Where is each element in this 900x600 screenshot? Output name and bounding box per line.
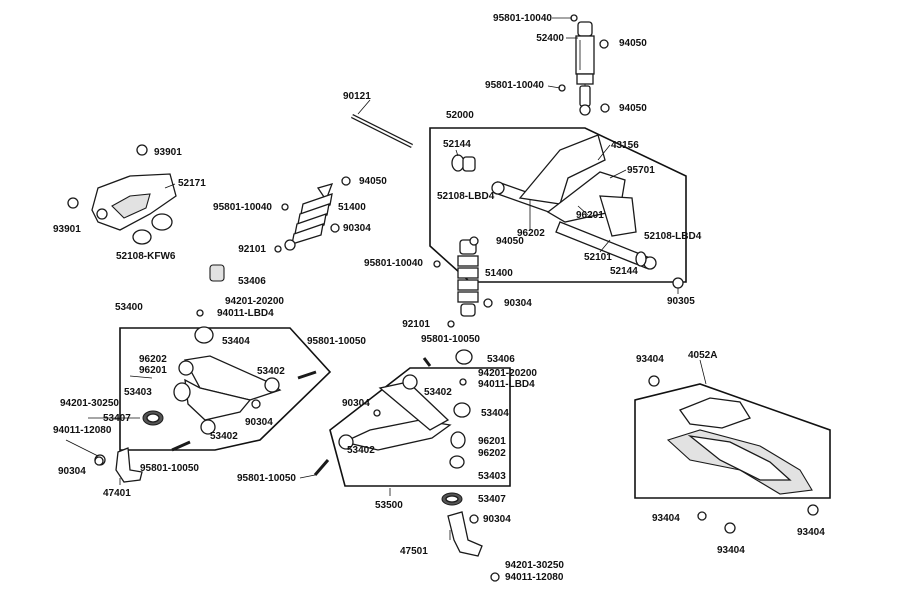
label-95801-10040-mid: 95801-10040 [485, 80, 544, 91]
label-51400-right: 51400 [485, 268, 513, 279]
label-90304-knuckle-right: 90304 [483, 514, 511, 525]
a-arm-53500 [313, 349, 511, 487]
label-90121: 90121 [343, 91, 371, 102]
label-94011-lbd4-right: 94011-LBD4 [478, 379, 535, 390]
label-96201-right: 96201 [478, 436, 506, 447]
label-53402-right-upper: 53402 [424, 387, 452, 398]
label-93404-bottom-left: 93404 [652, 513, 680, 524]
label-53402-left-upper: 53402 [257, 366, 285, 377]
label-94050-left-shock: 94050 [359, 176, 387, 187]
label-53402-right-lower: 53402 [347, 445, 375, 456]
label-53402-left-lower: 53402 [210, 431, 238, 442]
label-96201-left: 96201 [139, 365, 167, 376]
label-93404-bottom-center: 93404 [717, 545, 745, 556]
label-53400: 53400 [115, 302, 143, 313]
label-53404-left: 53404 [222, 336, 250, 347]
label-51400-left: 51400 [338, 202, 366, 213]
label-93404-bottom-right: 93404 [797, 527, 825, 538]
label-52144-lower: 52144 [610, 266, 638, 277]
label-95801-10040-left-shock: 95801-10040 [213, 202, 272, 213]
label-47401: 47401 [103, 488, 131, 499]
label-96202-swingarm: 96202 [517, 228, 545, 239]
label-94011-lbd4-left: 94011-LBD4 [217, 308, 274, 319]
label-93901-left: 93901 [53, 224, 81, 235]
front-shock-left [284, 183, 334, 251]
label-94050-right-shock: 94050 [496, 236, 524, 247]
label-94011-12080-left: 94011-12080 [53, 425, 112, 436]
label-53403-left: 53403 [124, 387, 152, 398]
label-90304-arm-right: 90304 [342, 398, 370, 409]
label-95801-10050-lower-left: 95801-10050 [140, 463, 199, 474]
label-94050-mid: 94050 [619, 103, 647, 114]
front-shock-right [457, 239, 479, 317]
label-94050-top: 94050 [619, 38, 647, 49]
label-90305: 90305 [667, 296, 695, 307]
label-93901-top: 93901 [154, 147, 182, 158]
label-94201-30250-right: 94201-30250 [505, 560, 564, 571]
label-90304-right-shock: 90304 [504, 298, 532, 309]
label-94201-30250-left: 94201-30250 [60, 398, 119, 409]
label-95801-10040-top: 95801-10040 [493, 13, 552, 24]
label-95801-10050-left: 95801-10050 [307, 336, 366, 347]
label-53404-right: 53404 [481, 408, 509, 419]
knuckle-47401 [94, 447, 143, 483]
label-53403-right: 53403 [478, 471, 506, 482]
label-53406-right: 53406 [487, 354, 515, 365]
label-90304-arm-left: 90304 [245, 417, 273, 428]
label-4052A: 4052A [688, 350, 718, 361]
label-53500: 53500 [375, 500, 403, 511]
label-95801-10040-right-shock: 95801-10040 [364, 258, 423, 269]
guard-4052A [634, 375, 831, 534]
leader-lines [65, 17, 707, 540]
label-95701: 95701 [627, 165, 655, 176]
label-52000: 52000 [446, 110, 474, 121]
label-52144-upper: 52144 [443, 139, 471, 150]
label-43156: 43156 [611, 140, 639, 151]
label-90304-knuckle-left: 90304 [58, 466, 86, 477]
label-53407-left: 53407 [103, 413, 131, 424]
rear-shock-absorber [575, 21, 595, 116]
label-90304-left-shock: 90304 [343, 223, 371, 234]
label-52171: 52171 [178, 178, 206, 189]
hardware [94, 14, 684, 582]
label-96201-swingarm: 96201 [576, 210, 604, 221]
label-53407-right: 53407 [478, 494, 506, 505]
label-52400: 52400 [536, 33, 564, 44]
bracket-52171 [67, 144, 177, 245]
label-53406-left: 53406 [238, 276, 266, 287]
label-96202-right: 96202 [478, 448, 506, 459]
label-94201-20200-right: 94201-20200 [478, 368, 537, 379]
label-95801-10050-right: 95801-10050 [421, 334, 480, 345]
label-93404-top: 93404 [636, 354, 664, 365]
label-92101-right: 92101 [402, 319, 430, 330]
swing-arm-52000 [350, 113, 687, 283]
label-95801-10050-lower-right: 95801-10050 [237, 473, 296, 484]
knuckle-47501 [441, 492, 483, 557]
label-96202-left: 96202 [139, 354, 167, 365]
label-94011-12080-right: 94011-12080 [505, 572, 564, 583]
a-arm-53400 [119, 326, 332, 452]
label-94201-20200-left: 94201-20200 [225, 296, 284, 307]
label-52101: 52101 [584, 252, 612, 263]
label-52108-lbd4-right: 52108-LBD4 [644, 231, 702, 242]
label-47501: 47501 [400, 546, 428, 557]
label-52108-kfw6: 52108-KFW6 [116, 251, 176, 262]
label-92101-left: 92101 [238, 244, 266, 255]
label-52108-lbd4-left: 52108-LBD4 [437, 191, 495, 202]
